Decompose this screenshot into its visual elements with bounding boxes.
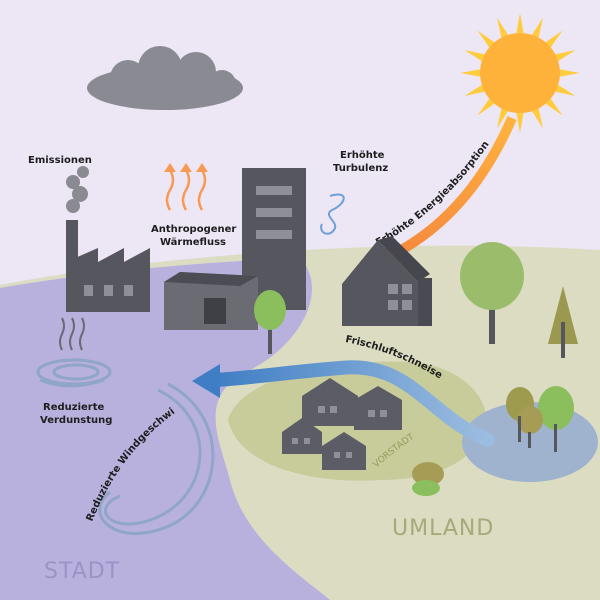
sun-ray bbox=[531, 17, 543, 38]
sun-ray bbox=[531, 108, 543, 129]
smoke-icon bbox=[66, 166, 89, 213]
sun-ray bbox=[545, 98, 563, 116]
sun-ray bbox=[497, 108, 509, 129]
city-region bbox=[0, 258, 330, 600]
house bbox=[342, 236, 432, 326]
sun-ray bbox=[464, 50, 485, 62]
sun-ray bbox=[477, 98, 495, 116]
label-heat-flux-2: Wärmefluss bbox=[160, 237, 226, 248]
suburb-houses bbox=[282, 378, 402, 470]
fresh-air-corridor-arrow bbox=[192, 360, 495, 447]
sun-ray bbox=[477, 30, 495, 48]
cloud bbox=[87, 46, 243, 110]
turbulence-icon bbox=[320, 193, 345, 235]
factory bbox=[66, 220, 150, 312]
sun-ray bbox=[516, 13, 524, 34]
tree-cluster bbox=[506, 386, 574, 452]
label-emissions: Emissionen bbox=[28, 155, 92, 166]
tree-large bbox=[460, 242, 524, 344]
evaporation-icon bbox=[59, 317, 85, 351]
tree-pine bbox=[548, 286, 578, 358]
sun-ray bbox=[555, 50, 576, 62]
sun-ray bbox=[497, 17, 509, 38]
label-turbulence-1: Erhöhte bbox=[340, 150, 385, 161]
label-stadt: STADT bbox=[44, 559, 120, 584]
label-umland: UMLAND bbox=[392, 516, 494, 541]
heat-flux-arrowheads bbox=[164, 163, 208, 172]
tree bbox=[254, 290, 286, 354]
label-turbulence-2: Turbulenz bbox=[333, 163, 388, 174]
sun-ray bbox=[559, 69, 580, 77]
water-ripples-icon bbox=[36, 358, 112, 388]
suburb-windows bbox=[292, 406, 387, 458]
label-evaporation-1: Reduzierte bbox=[43, 402, 105, 413]
sun-ray bbox=[555, 84, 576, 96]
sun-ray bbox=[460, 69, 481, 77]
sun-ray bbox=[545, 30, 563, 48]
label-heat-flux-1: Anthropogener bbox=[151, 224, 236, 235]
label-evaporation-2: Verdunstung bbox=[40, 415, 112, 426]
heat-flux-icon bbox=[165, 169, 207, 211]
low-building bbox=[164, 272, 258, 330]
sun-ray bbox=[464, 84, 485, 96]
bush bbox=[412, 462, 444, 496]
sun-ray bbox=[516, 112, 524, 133]
reduced-wind-icon bbox=[98, 382, 215, 535]
sun-icon bbox=[460, 13, 580, 133]
